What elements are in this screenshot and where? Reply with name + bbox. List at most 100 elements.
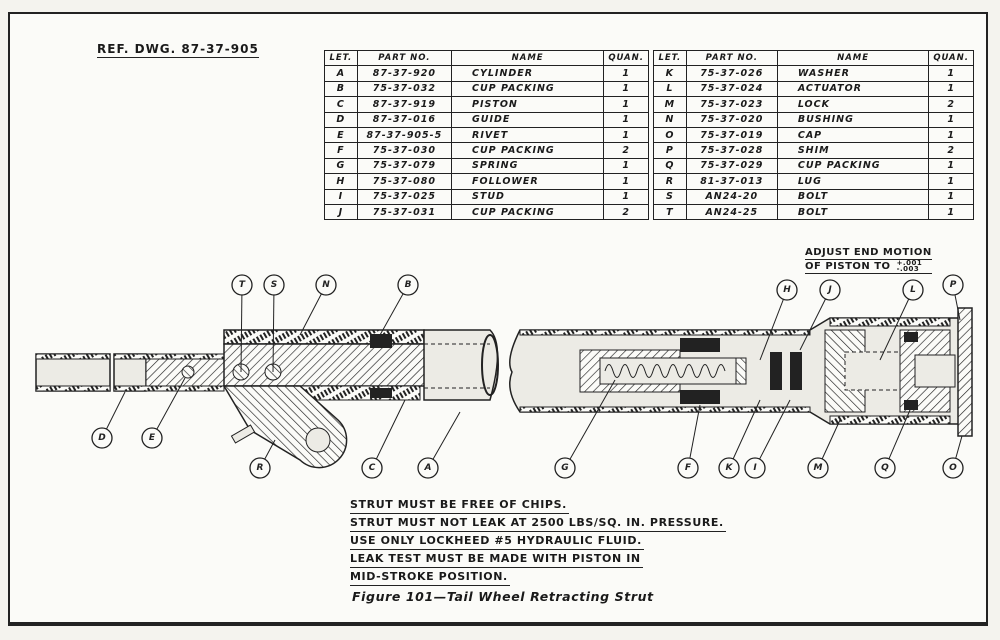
part-quantity: 2	[603, 203, 649, 221]
part-quantity: 1	[603, 188, 649, 205]
callout-bubble	[874, 457, 896, 479]
note-line: LEAK TEST MUST BE MADE WITH PISTON IN	[350, 550, 643, 568]
figure-caption: Figure 101—Tail Wheel Retracting Strut	[352, 589, 654, 604]
callout-label: T	[239, 280, 246, 290]
leader-line	[427, 411, 461, 469]
tolerance: +.001-.003	[896, 259, 923, 273]
callout-bubble	[263, 274, 285, 296]
leader-line	[728, 399, 761, 469]
tolerance-plus: +.001	[896, 259, 923, 267]
cylinder-left-section	[423, 329, 499, 401]
part-number: 87-37-920	[356, 65, 453, 82]
table-header-row: LET. PART NO. NAME QUAN.	[653, 49, 974, 67]
callout-j: J	[799, 279, 841, 351]
callout-bubble	[231, 274, 253, 296]
callout-label: H	[783, 285, 791, 295]
leader-line	[687, 404, 701, 469]
callout-bubble	[554, 457, 576, 479]
callout-bubble	[807, 457, 829, 479]
part-name: BOLT	[776, 203, 930, 221]
part-quantity: 1	[603, 96, 649, 113]
header-quantity: QUAN.	[603, 49, 649, 67]
notes: STRUT MUST BE FREE OF CHIPS. STRUT MUST …	[350, 496, 726, 586]
note-line: USE ONLY LOCKHEED #5 HYDRAULIC FLUID.	[350, 532, 644, 550]
part-quantity: 1	[928, 65, 974, 82]
part-name: BUSHING	[776, 111, 930, 128]
part-name: WASHER	[776, 65, 930, 82]
callout-m: M	[807, 419, 841, 479]
callout-label: B	[405, 280, 412, 290]
callout-label: F	[685, 463, 692, 473]
callout-bubble	[397, 274, 419, 296]
callout-i: I	[744, 399, 791, 479]
part-quantity: 1	[603, 65, 649, 82]
leader-line	[371, 399, 406, 469]
callout-label: N	[322, 280, 330, 290]
part-quantity: 1	[928, 111, 974, 128]
callout-label: P	[950, 280, 957, 290]
part-name: PISTON	[450, 96, 605, 113]
callout-q: Q	[874, 409, 911, 479]
callout-label: E	[149, 433, 156, 443]
leader-line	[151, 377, 186, 439]
reference-drawing-number: REF. DWG. 87-37-905	[97, 42, 259, 58]
callout-bubble	[677, 457, 699, 479]
part-name: CUP PACKING	[450, 80, 605, 98]
callout-label: C	[369, 463, 376, 473]
callout-d: D	[91, 391, 126, 449]
part-quantity: 2	[928, 142, 974, 159]
callout-n: N	[299, 274, 337, 336]
part-quantity: 2	[928, 96, 974, 113]
callout-f: F	[677, 404, 701, 479]
header-name: NAME	[450, 49, 605, 67]
part-number: AN24-25	[685, 203, 778, 221]
callout-bubble	[902, 279, 924, 301]
callout-g: G	[554, 379, 616, 479]
table-header-row: LET. PART NO. NAME QUAN.	[324, 49, 649, 67]
callout-a: A	[417, 411, 461, 479]
adjust-note-line-2-text: OF PISTON TO	[805, 261, 891, 272]
callout-k: K	[718, 399, 761, 479]
part-number: 87-37-016	[356, 111, 453, 128]
callout-label: O	[949, 463, 957, 473]
part-letter: C	[324, 96, 358, 113]
callout-b: B	[379, 274, 419, 336]
part-letter: L	[653, 80, 687, 98]
callout-bubble	[718, 457, 740, 479]
callout-bubble	[91, 427, 113, 449]
part-name: GUIDE	[450, 111, 605, 128]
cylinder-main	[509, 307, 973, 437]
callout-e: E	[141, 377, 186, 449]
callout-bubble	[361, 457, 383, 479]
callout-l: L	[879, 279, 924, 361]
part-letter: J	[324, 203, 358, 221]
callout-bubble	[942, 274, 964, 296]
tolerance-minus: -.003	[896, 265, 920, 273]
callout-bubble	[744, 457, 766, 479]
part-number: 87-37-919	[356, 96, 453, 113]
callout-t: T	[231, 274, 253, 373]
callout-s: S	[263, 274, 285, 373]
part-quantity: 1	[603, 80, 649, 98]
header-quantity: QUAN.	[928, 49, 974, 67]
leader-line	[564, 379, 616, 469]
callout-bubble	[417, 457, 439, 479]
callout-label: M	[814, 463, 823, 473]
callout-label: G	[561, 463, 568, 473]
lug	[222, 385, 348, 469]
header-name: NAME	[776, 49, 930, 67]
callout-o: O	[942, 435, 964, 479]
